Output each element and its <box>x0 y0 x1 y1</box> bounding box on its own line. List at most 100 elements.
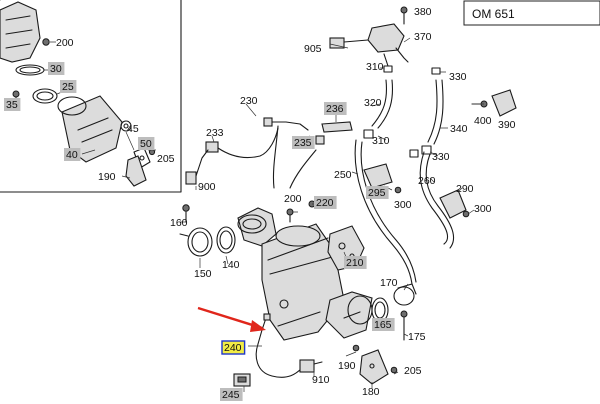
callout-number: 140 <box>222 259 240 271</box>
callout-number: 400 <box>474 115 492 127</box>
callout-50: 50 <box>138 137 155 150</box>
hose-310-top <box>383 53 393 73</box>
callout-300: 300 <box>474 203 492 215</box>
callout-number: 320 <box>364 97 382 109</box>
callout-number: 220 <box>316 197 334 209</box>
callout-number: 160 <box>170 217 188 229</box>
dpf-converter-assembly <box>237 207 373 341</box>
callout-235: 235 <box>292 136 315 149</box>
callout-910: 910 <box>312 374 330 386</box>
model-code-box: OM 651 <box>463 0 600 26</box>
callout-165: 165 <box>372 318 395 331</box>
callout-number: 290 <box>456 183 474 195</box>
callout-160: 160 <box>170 217 188 229</box>
pipe-320 <box>371 79 394 129</box>
callout-310: 310 <box>366 61 384 73</box>
callout-number: 30 <box>50 63 62 75</box>
callout-40: 40 <box>64 148 81 161</box>
callout-380: 380 <box>414 6 432 18</box>
callout-220: 220 <box>314 196 337 209</box>
connector-910 <box>299 359 323 373</box>
pipe-340 <box>427 79 444 145</box>
callout-number: 370 <box>414 31 432 43</box>
callout-number: 235 <box>294 137 312 149</box>
callout-number: 25 <box>62 81 74 93</box>
callout-233: 233 <box>206 127 224 139</box>
inset-border <box>0 0 182 193</box>
callout-box <box>48 62 65 75</box>
sensor-235 <box>289 135 325 189</box>
callout-number: 236 <box>326 103 344 115</box>
callout-number: 50 <box>140 138 152 150</box>
callout-245: 245 <box>220 388 243 401</box>
callout-200: 200 <box>56 37 74 49</box>
callout-200: 200 <box>284 193 302 205</box>
bracket-180 <box>359 349 389 385</box>
callout-number: 175 <box>408 331 426 343</box>
callout-number: 35 <box>6 99 18 111</box>
callout-number: 245 <box>222 389 240 401</box>
model-code-text: OM 651 <box>472 7 515 21</box>
hose-330-mid <box>421 145 432 155</box>
callout-190: 190 <box>98 171 116 183</box>
callout-number: 240 <box>224 342 242 354</box>
bolt-300-a <box>394 186 402 194</box>
bolt-200-main <box>286 208 294 223</box>
callout-330: 330 <box>449 71 467 83</box>
inset-clamp-30 <box>15 64 45 76</box>
inset-manifold <box>0 1 41 63</box>
callout-900: 900 <box>198 181 216 193</box>
callout-number: 330 <box>432 151 450 163</box>
callout-box <box>344 256 367 269</box>
callout-box <box>220 388 243 401</box>
callout-number: 380 <box>414 6 432 18</box>
connector-233 <box>205 127 279 159</box>
sensor-boss <box>279 299 289 309</box>
bracket-295 <box>363 163 393 189</box>
callout-number: 180 <box>362 386 380 398</box>
callout-number: 165 <box>374 319 392 331</box>
callout-number: 310 <box>372 135 390 147</box>
callout-260: 260 <box>418 175 436 187</box>
inlet-pipe <box>237 207 277 247</box>
callout-number: 190 <box>98 171 116 183</box>
callout-370: 370 <box>414 31 432 43</box>
connector-905 <box>329 37 369 49</box>
callout-175: 175 <box>408 331 426 343</box>
bolt-175 <box>400 310 408 341</box>
callout-box <box>292 136 315 149</box>
callout-box <box>314 196 337 209</box>
callout-number: 900 <box>198 181 216 193</box>
clamp-150 <box>179 227 213 257</box>
pipe-260 <box>419 151 455 249</box>
callout-number: 40 <box>66 149 78 161</box>
inset-gasket-25 <box>32 88 58 104</box>
callout-number: 200 <box>284 193 302 205</box>
callout-number: 233 <box>206 127 224 139</box>
callout-box <box>64 148 81 161</box>
callout-number: 205 <box>404 365 422 377</box>
callout-box <box>366 186 389 199</box>
callout-210: 210 <box>344 256 367 269</box>
callout-number: 910 <box>312 374 330 386</box>
callout-number: 200 <box>56 37 74 49</box>
callout-number: 205 <box>157 153 175 165</box>
callout-330: 330 <box>432 151 450 163</box>
hose-310-mid <box>363 129 374 139</box>
callout-300: 300 <box>394 199 412 211</box>
callout-number: 300 <box>474 203 492 215</box>
inset-panel <box>0 0 182 193</box>
callout-35: 35 <box>4 98 21 111</box>
bracket-290 <box>439 189 467 219</box>
callout-number: 330 <box>449 71 467 83</box>
bracket-390 <box>491 89 517 117</box>
callout-box <box>4 98 21 111</box>
callout-190: 190 <box>338 360 356 372</box>
callout-number: 45 <box>127 123 139 135</box>
callout-box <box>324 102 347 115</box>
callout-230: 230 <box>240 95 258 107</box>
callout-205: 205 <box>157 153 175 165</box>
callout-236: 236 <box>324 102 347 115</box>
